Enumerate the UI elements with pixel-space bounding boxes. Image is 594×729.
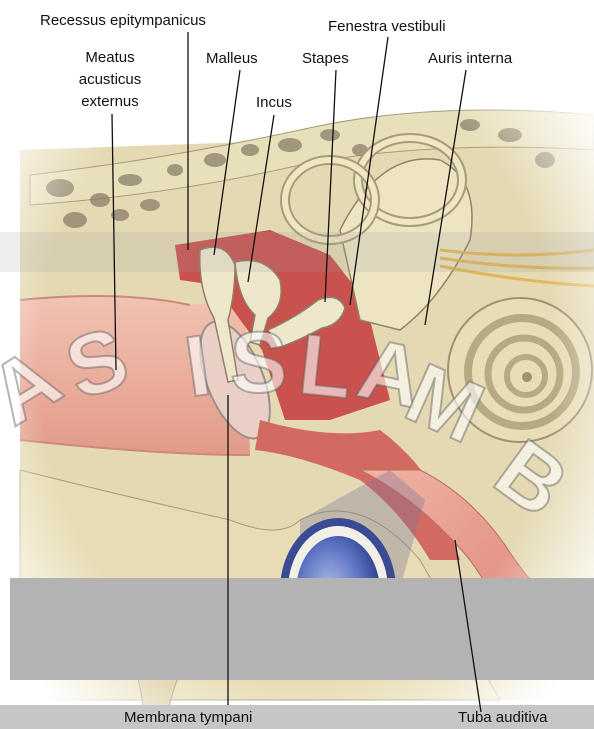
label-meatus-line1: Meatus [85,49,134,66]
label-meatus-line3: externus [81,93,139,110]
label-malleus: Malleus [206,50,258,67]
watermark-band-lower [10,578,594,680]
label-meatus-line2: acusticus [79,71,142,88]
watermark-band-upper [0,232,594,272]
label-membrana-tympani: Membrana tympani [124,709,252,726]
label-auris-interna: Auris interna [428,50,513,67]
watermark-letter: S [230,315,287,411]
label-stapes: Stapes [302,50,349,67]
label-fenestra-vestibuli: Fenestra vestibuli [328,18,446,35]
label-tuba-auditiva: Tuba auditiva [458,709,548,726]
label-recessus-epitympanicus: Recessus epitympanicus [40,12,206,29]
watermark-letter: L [294,316,356,417]
label-incus: Incus [256,94,292,111]
